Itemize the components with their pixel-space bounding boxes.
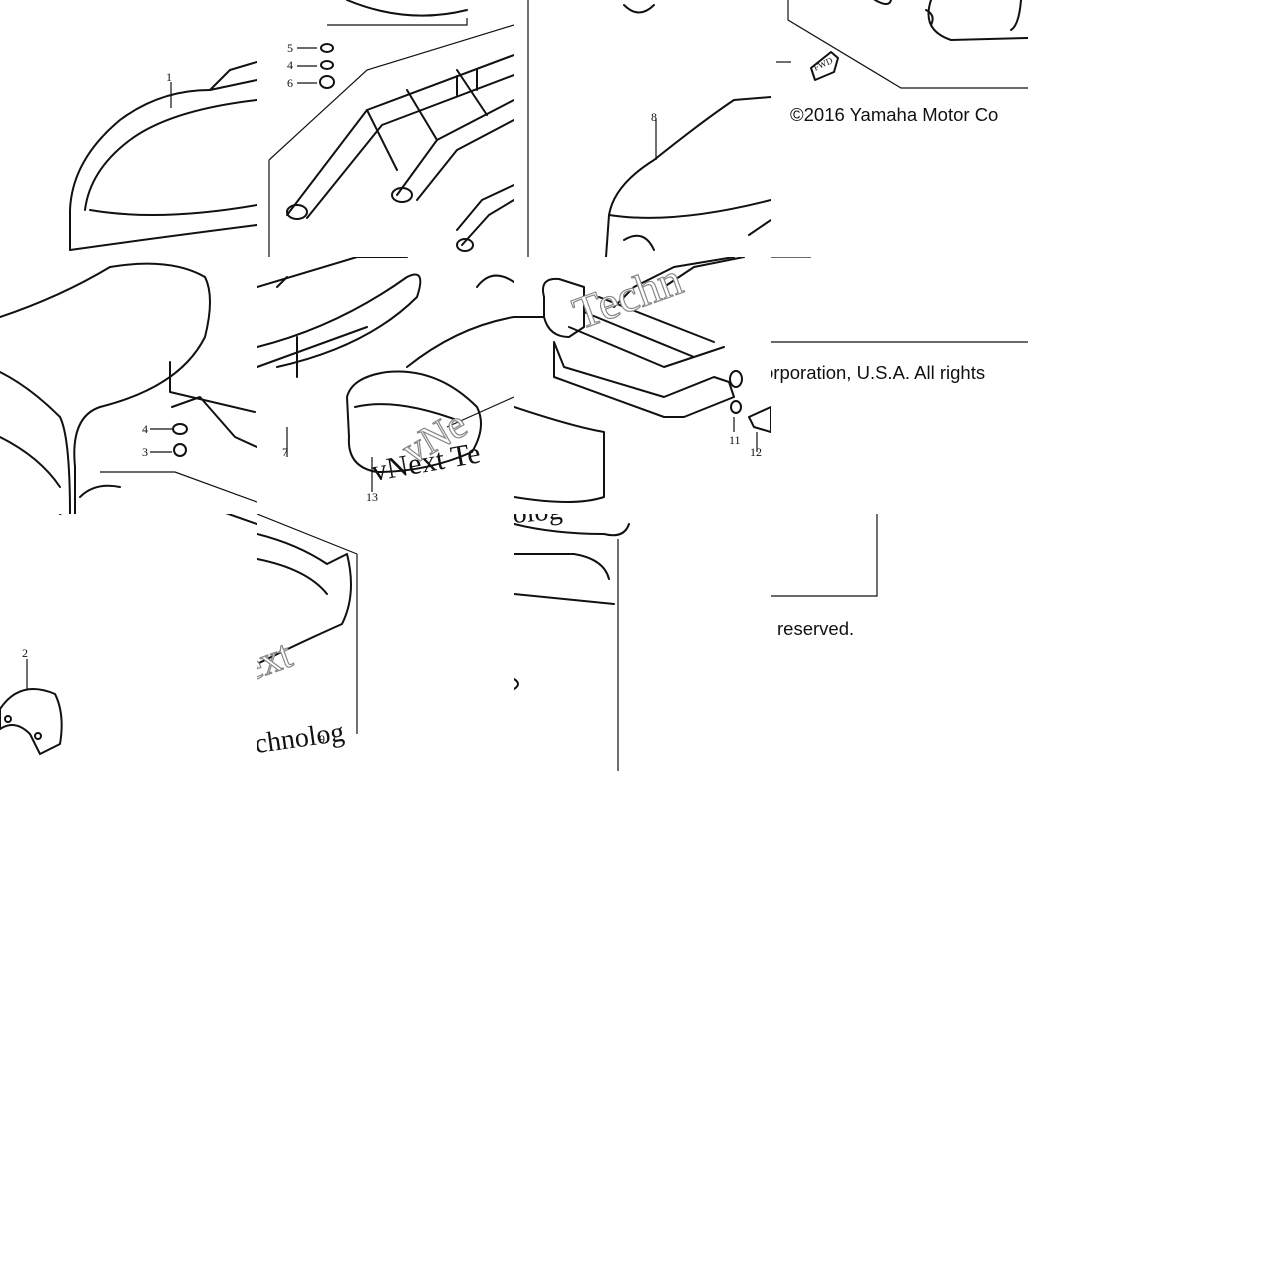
diagram-tile-copyright-end: reserved. bbox=[771, 514, 1028, 771]
diagram-tile-seat-main: 1 bbox=[0, 0, 257, 257]
seat-cover-drawing bbox=[257, 514, 358, 734]
seat-drawing bbox=[69, 61, 257, 251]
callout-13: 13 bbox=[366, 490, 378, 504]
bracket-end-lines bbox=[771, 514, 878, 597]
bracket-drawing bbox=[0, 514, 257, 755]
copyright-line-1: ©2016 Yamaha Motor Co bbox=[790, 104, 999, 125]
callout-9: 9 bbox=[319, 732, 325, 746]
callout-8: 8 bbox=[651, 110, 657, 124]
copyright-line-3: reserved. bbox=[777, 618, 855, 639]
bracket-lines bbox=[771, 257, 1028, 343]
front-seat-drawing bbox=[0, 262, 257, 514]
callout-4-lower: 4 bbox=[142, 422, 148, 436]
diagram-tile-copyright-mid: orporation, U.S.A. All rights bbox=[771, 257, 1028, 514]
copyright-line-2: orporation, U.S.A. All rights bbox=[771, 362, 986, 383]
diagram-tile-fwd: 10 FWD ©2016 Yamaha Motor Co bbox=[771, 0, 1028, 257]
diagram-tile-seat-front: 4 3 bbox=[0, 257, 257, 514]
callout-2: 2 bbox=[22, 646, 28, 660]
callout-3: 3 bbox=[142, 445, 148, 459]
rack-drawing bbox=[268, 0, 514, 257]
callout-12: 12 bbox=[750, 445, 762, 459]
callout-6: 6 bbox=[287, 76, 293, 90]
callout-5: 5 bbox=[287, 41, 293, 55]
callout-7: 7 bbox=[282, 445, 288, 459]
diagram-tile-grab-rail: 11 12 Techn bbox=[514, 257, 771, 514]
grab-rail-drawing bbox=[514, 257, 771, 503]
rack-lower-drawing bbox=[514, 523, 630, 771]
callout-11: 11 bbox=[729, 433, 741, 447]
diagram-tile-bracket: 2 bbox=[0, 514, 257, 771]
fwd-drawing bbox=[776, 0, 1028, 89]
diagram-tile-rack-lower: olog bbox=[514, 514, 771, 771]
diagram-tile-backrest: 7 13 vNext Te vNe bbox=[257, 257, 514, 514]
callout-4: 4 bbox=[287, 58, 293, 72]
diagram-tile-seat-rear: 8 bbox=[514, 0, 771, 257]
backrest-drawing bbox=[257, 257, 514, 492]
rear-seat-drawing bbox=[527, 0, 771, 257]
diagram-tile-rack-top: 5 4 6 bbox=[257, 0, 514, 257]
diagram-tile-seat-cover: 9 ext chnolog bbox=[257, 514, 514, 771]
callout-1: 1 bbox=[166, 70, 172, 84]
